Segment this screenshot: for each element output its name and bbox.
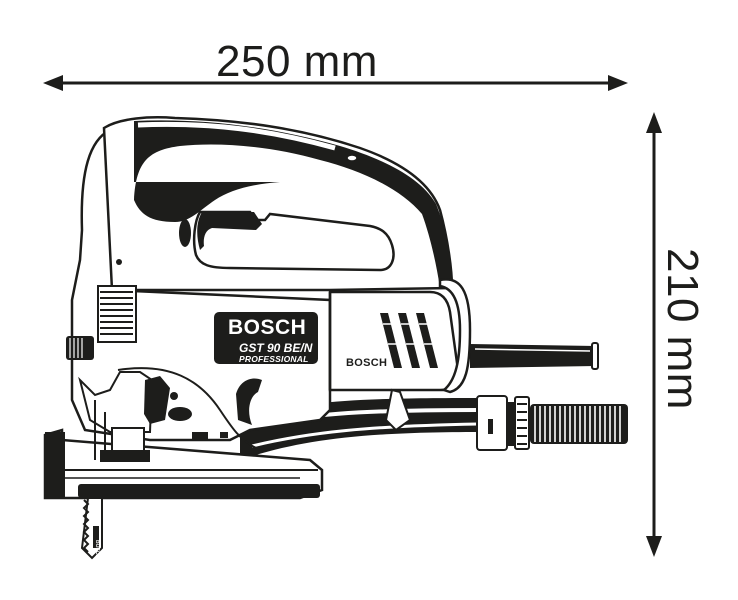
arrow-left-icon — [43, 75, 63, 91]
model-badge — [214, 312, 318, 364]
badge-brand-text: BOSCH — [228, 316, 307, 339]
width-dimension-label: 250 mm — [216, 37, 378, 86]
width-dimension-arrow — [43, 75, 628, 91]
vent-slots — [380, 313, 438, 368]
arrow-down-icon — [646, 536, 662, 557]
motor-housing — [328, 278, 472, 432]
saw-blade — [80, 497, 103, 560]
height-dimension-label: 210 mm — [658, 248, 707, 410]
badge-line-text: PROFESSIONAL — [239, 354, 309, 364]
blade-brand-text: BOSCH — [94, 540, 100, 559]
badge-model-text: GST 90 BE/N — [239, 341, 313, 355]
arrow-up-icon — [646, 112, 662, 133]
motor-brand-text: BOSCH — [346, 357, 388, 369]
power-cord — [470, 342, 599, 370]
arrow-right-icon — [608, 75, 628, 91]
height-dimension-arrow — [646, 112, 662, 557]
